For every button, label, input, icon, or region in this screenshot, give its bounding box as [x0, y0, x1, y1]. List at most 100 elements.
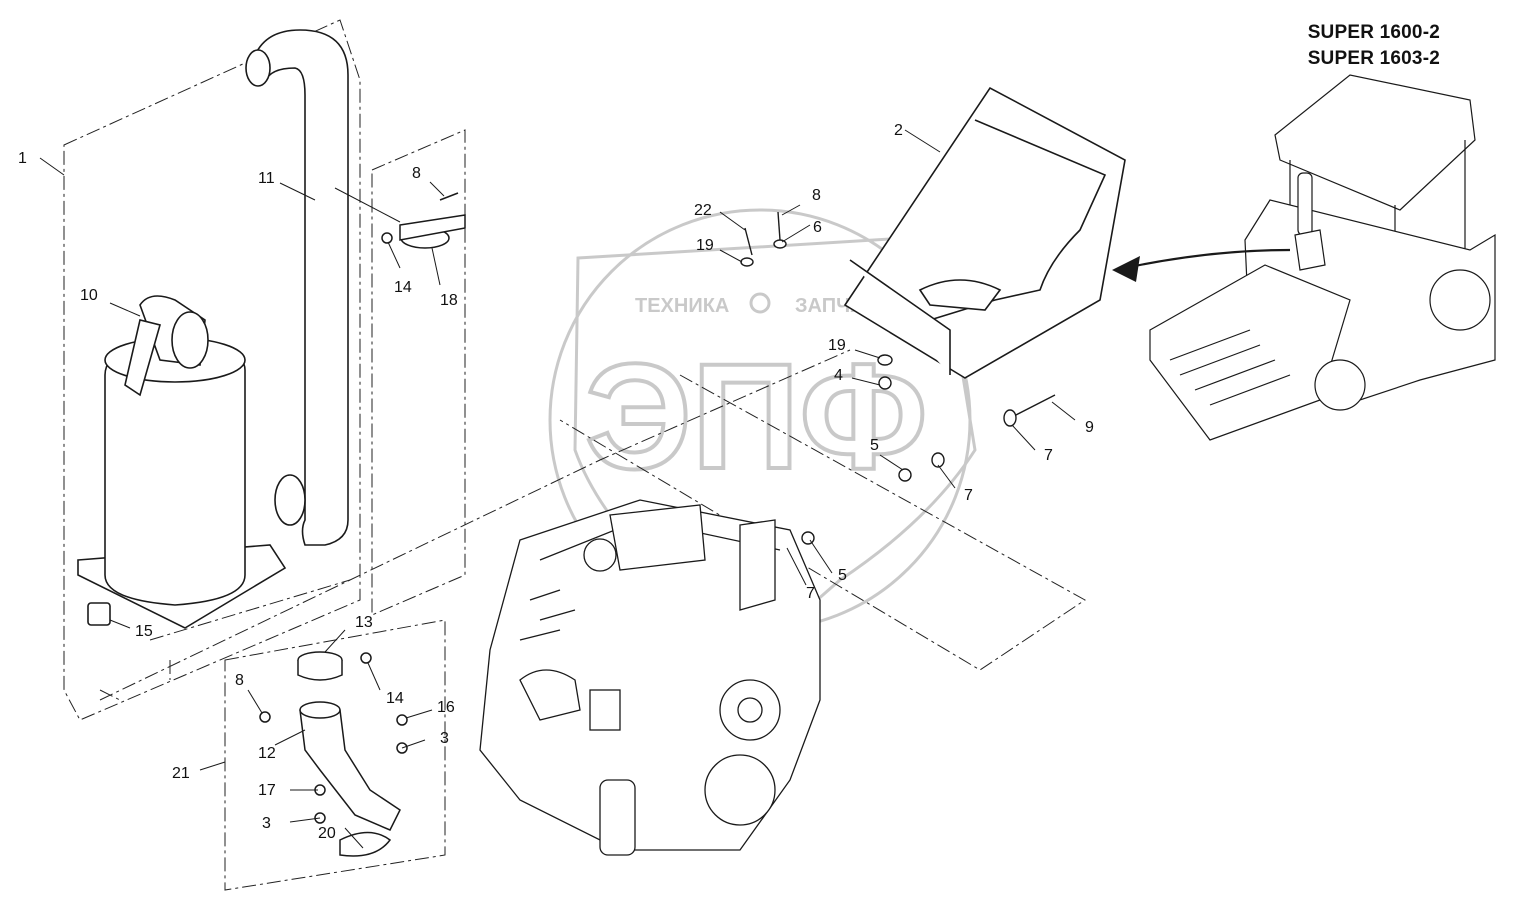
- leader-8a: [429, 181, 445, 197]
- assembly-frames: [63, 19, 1086, 891]
- nut-4: [878, 376, 892, 390]
- callout-11: 11: [258, 170, 275, 187]
- bolt-22: [744, 227, 753, 256]
- callout-1: 1: [18, 150, 27, 167]
- callout-21: 21: [172, 765, 190, 782]
- elbow-12: [299, 704, 401, 831]
- engine-pulley-hub: [737, 697, 763, 723]
- callout-20: 20: [318, 825, 336, 842]
- watermark-brand-left: ТЕХНИКА: [635, 295, 729, 317]
- arrow-head-icon: [1112, 256, 1140, 282]
- paver-conveyor: [1169, 329, 1291, 406]
- leader-3a: [401, 739, 426, 749]
- paver-canopy: [1274, 74, 1476, 211]
- callout-3a: 3: [440, 730, 449, 747]
- leader-14b: [367, 662, 381, 691]
- leader-19a: [719, 249, 743, 263]
- nut-14: [381, 232, 393, 244]
- callout-7a: 7: [1044, 447, 1053, 464]
- frame-muffler-assembly: [63, 19, 361, 721]
- leader-20: [344, 827, 364, 849]
- callout-9: 9: [1085, 419, 1094, 436]
- leader-7c: [786, 547, 807, 586]
- elbow-assembly: [259, 651, 408, 857]
- leader-22: [719, 211, 746, 231]
- paver-machine: [1149, 74, 1496, 441]
- paver-wheel-front: [1314, 359, 1366, 411]
- clamp-ear: [399, 214, 466, 241]
- frame-elbow-assembly: [224, 619, 446, 891]
- callouts: 1 2 3 3 4 5 5 6 7 7 7 8 8 8 9 10 11 12 1…: [18, 122, 1094, 842]
- nut-14-lower: [360, 652, 372, 664]
- heat-shield-inner: [929, 119, 1107, 321]
- leader-19b: [854, 349, 881, 359]
- bolt-16: [396, 714, 408, 726]
- leader-lines: [39, 129, 1076, 849]
- paver-exhaust-shield: [1294, 229, 1326, 271]
- muffler-outlet-ring: [171, 311, 209, 369]
- callout-7c: 7: [806, 585, 815, 602]
- locator-arrow: [1124, 248, 1291, 270]
- exhaust-pipe-inlet: [274, 474, 306, 526]
- leader-11: [279, 182, 316, 201]
- washer-7-right: [1003, 409, 1017, 427]
- muffler-heat-strap: [124, 319, 161, 397]
- paver-hopper: [1149, 264, 1351, 441]
- callout-7b: 7: [964, 487, 973, 504]
- leader-13: [324, 629, 346, 653]
- callout-10: 10: [80, 287, 98, 304]
- callout-8a: 8: [412, 165, 421, 182]
- clamp-13-band: [297, 660, 343, 681]
- engine-ecu: [609, 504, 706, 571]
- callout-13: 13: [355, 614, 373, 631]
- washer-19-top: [740, 257, 754, 267]
- exhaust-pipe-mouth: [245, 49, 271, 87]
- exhaust-pipe-body: [249, 29, 349, 546]
- callout-18: 18: [440, 292, 458, 309]
- engine-filter: [739, 519, 776, 611]
- leader-6: [781, 224, 811, 243]
- gear-icon: [749, 292, 771, 314]
- leader-9: [1051, 401, 1076, 421]
- leader-5b: [809, 539, 833, 574]
- leader-15: [109, 619, 131, 629]
- callout-12: 12: [258, 745, 276, 762]
- leader-14a: [387, 241, 401, 269]
- callout-22: 22: [694, 202, 712, 219]
- callout-17: 17: [258, 782, 276, 799]
- leader-3b: [289, 817, 321, 823]
- heat-shield-flange: [849, 259, 951, 375]
- clamp-18: [381, 192, 466, 249]
- washer-6: [773, 239, 787, 249]
- callout-2: 2: [894, 122, 903, 139]
- callout-8c: 8: [235, 672, 244, 689]
- model-title-1: SUPER 1600-2: [1307, 22, 1440, 43]
- oil-cap: [583, 538, 617, 572]
- washer-19-mid: [877, 354, 893, 366]
- callout-19a: 19: [696, 237, 714, 254]
- muffler: [77, 295, 287, 629]
- callout-16: 16: [437, 699, 455, 716]
- turbo: [519, 669, 581, 721]
- leader-7a: [1011, 424, 1036, 451]
- gasket-20: [339, 831, 392, 857]
- leader-21: [199, 761, 226, 771]
- centerline-long: [99, 349, 851, 701]
- washer-7-mid: [931, 452, 945, 468]
- frame-clamp-assembly: [371, 129, 466, 616]
- leader-16: [405, 709, 433, 719]
- paver-wheel-rear: [1429, 269, 1491, 331]
- heat-shield-slot: [918, 279, 1002, 311]
- watermark-logo: ЭПФ: [585, 332, 928, 500]
- nut-5: [898, 468, 912, 482]
- leader-8b: [781, 204, 801, 216]
- leader-4: [851, 377, 881, 386]
- turbo-outlet: [589, 689, 621, 731]
- oil-filter: [599, 779, 636, 856]
- leader-18: [431, 247, 441, 286]
- leader-12: [274, 729, 306, 746]
- callout-5a: 5: [870, 437, 879, 454]
- model-title-2: SUPER 1603-2: [1307, 48, 1440, 69]
